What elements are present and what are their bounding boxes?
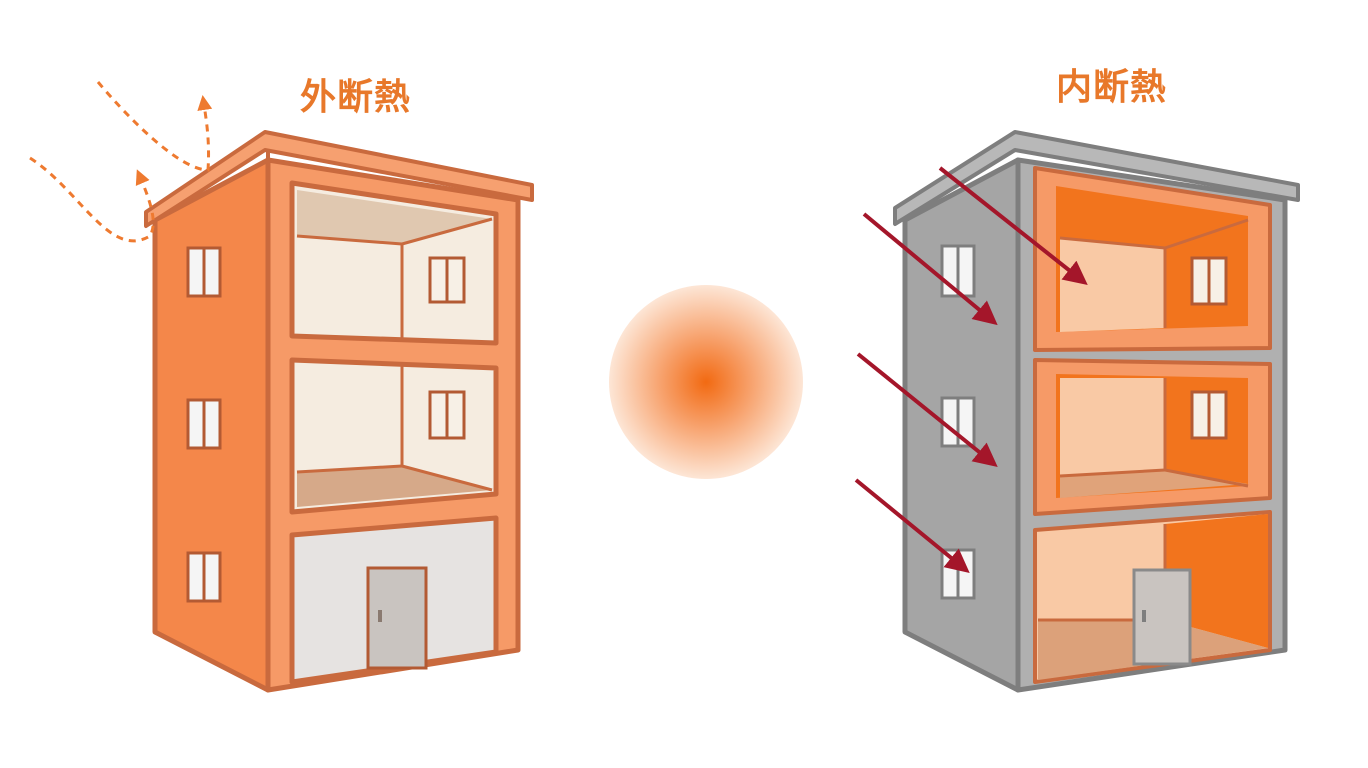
left-side-window: [186, 398, 222, 450]
left-entrance-door: [366, 566, 428, 670]
exterior-insulation-title: 外断熱: [300, 77, 412, 118]
right-side-window: [940, 548, 976, 600]
interior-insulation-title: 内断熱: [1056, 67, 1168, 108]
left-side-window: [186, 551, 222, 603]
exterior-insulation-building: [29, 81, 534, 693]
right-room-top: [1033, 166, 1272, 352]
left-ground-floor: [289, 515, 499, 685]
heat-source-sun: [609, 285, 803, 479]
interior-insulation-building: [854, 130, 1300, 693]
right-room-middle: [1033, 358, 1272, 516]
left-building-roof: [144, 130, 534, 228]
left-room-middle: [289, 357, 499, 515]
right-building-roof: [893, 130, 1300, 226]
left-side-window: [186, 246, 222, 298]
right-side-window: [940, 244, 976, 298]
heat-deflection-arrows: [29, 81, 213, 243]
right-side-window: [940, 396, 976, 448]
heat-penetration-arrows: [854, 166, 1088, 574]
right-ground-floor: [1033, 510, 1272, 684]
left-room-top: [289, 180, 499, 346]
